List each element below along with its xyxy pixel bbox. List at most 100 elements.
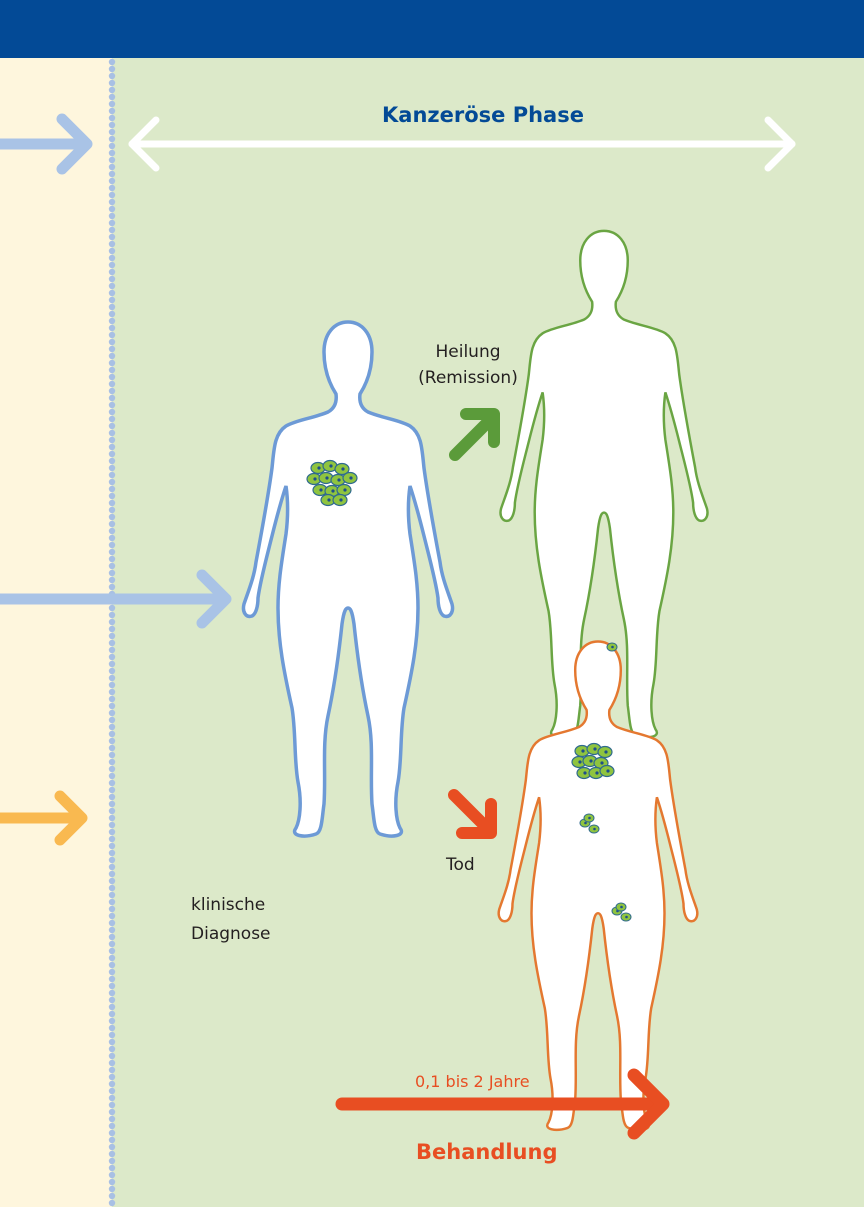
divider-dot [109,815,115,821]
divider-dot [109,458,115,464]
divider-dot [109,619,115,625]
divider-dot [109,297,115,303]
divider-dot [109,626,115,632]
divider-dot [109,885,115,891]
divider-dot [109,1018,115,1024]
divider-dot [109,465,115,471]
divider-dot [109,997,115,1003]
divider-dot [109,675,115,681]
divider-dot [109,920,115,926]
divider-dot [109,514,115,520]
divider-dot [109,829,115,835]
divider-dot [109,535,115,541]
divider-dot [109,913,115,919]
divider-dot [109,1074,115,1080]
divider-dot [109,451,115,457]
divider-dot [109,843,115,849]
divider-dot [109,1081,115,1087]
divider-dot [109,185,115,191]
tumor-cluster-icon [572,744,614,779]
divider-dot [109,388,115,394]
diagnosis-label-line2: Diagnose [191,920,271,949]
divider-dot [109,1186,115,1192]
divider-dot [109,1032,115,1038]
divider-dot [109,444,115,450]
divider-dot [109,850,115,856]
divider-dot [109,808,115,814]
divider-dot [109,262,115,268]
divider-dot [109,213,115,219]
divider-dot [109,801,115,807]
divider-dot [109,353,115,359]
divider-dot [109,430,115,436]
divider-dot [109,1067,115,1073]
divider-dot [109,1088,115,1094]
divider-dot [109,1116,115,1122]
divider-dot [109,1025,115,1031]
divider-dot [109,87,115,93]
divider-dot [109,248,115,254]
divider-dot [109,381,115,387]
divider-dot [109,983,115,989]
divider-dot [109,129,115,135]
divider-dot [109,906,115,912]
divider-dot [109,892,115,898]
divider-dot [109,787,115,793]
divider-dot [109,486,115,492]
divider-dot [109,1151,115,1157]
divider-dot [109,395,115,401]
divider-dot [109,66,115,72]
divider-dot [109,976,115,982]
divider-dot [109,899,115,905]
divider-dot [109,717,115,723]
diagnosis-label: klinische Diagnose [191,891,271,949]
divider-dot [109,605,115,611]
divider-dot [109,682,115,688]
divider-dot [109,738,115,744]
divider-dot [109,325,115,331]
divider-dot [109,73,115,79]
divider-dot [109,206,115,212]
divider-dot [109,780,115,786]
divider-dot [109,136,115,142]
divider-dot [109,374,115,380]
divider-dot [109,164,115,170]
divider-dot [109,108,115,114]
divider-dot [109,990,115,996]
divider-dot [109,360,115,366]
divider-dot [109,640,115,646]
divider-dot [109,1137,115,1143]
divider-dot [109,710,115,716]
divider-dot [109,556,115,562]
divider-dot [109,703,115,709]
divider-dot [109,1039,115,1045]
divider-dot [109,570,115,576]
divider-dot [109,332,115,338]
divider-dot [109,269,115,275]
divider-dot [109,283,115,289]
diagnosis-label-line1: klinische [191,891,271,920]
divider-dot [109,1158,115,1164]
divider-dot [109,346,115,352]
divider-dot [109,745,115,751]
divider-dot [109,367,115,373]
divider-dot [109,199,115,205]
divider-dot [109,794,115,800]
divider-dot [109,948,115,954]
divider-dot [109,654,115,660]
divider-dot [109,171,115,177]
divider-dot [109,1165,115,1171]
remission-label-line2: (Remission) [410,365,526,391]
divider-dot [109,542,115,548]
divider-dot [109,178,115,184]
divider-dot [109,122,115,128]
divider-dot [109,1011,115,1017]
divider-dot [109,241,115,247]
divider-dot [109,1179,115,1185]
divider-dot [109,402,115,408]
divider-dot [109,318,115,324]
divider-dot [109,1109,115,1115]
header-bar [0,0,864,58]
divider-dot [109,857,115,863]
